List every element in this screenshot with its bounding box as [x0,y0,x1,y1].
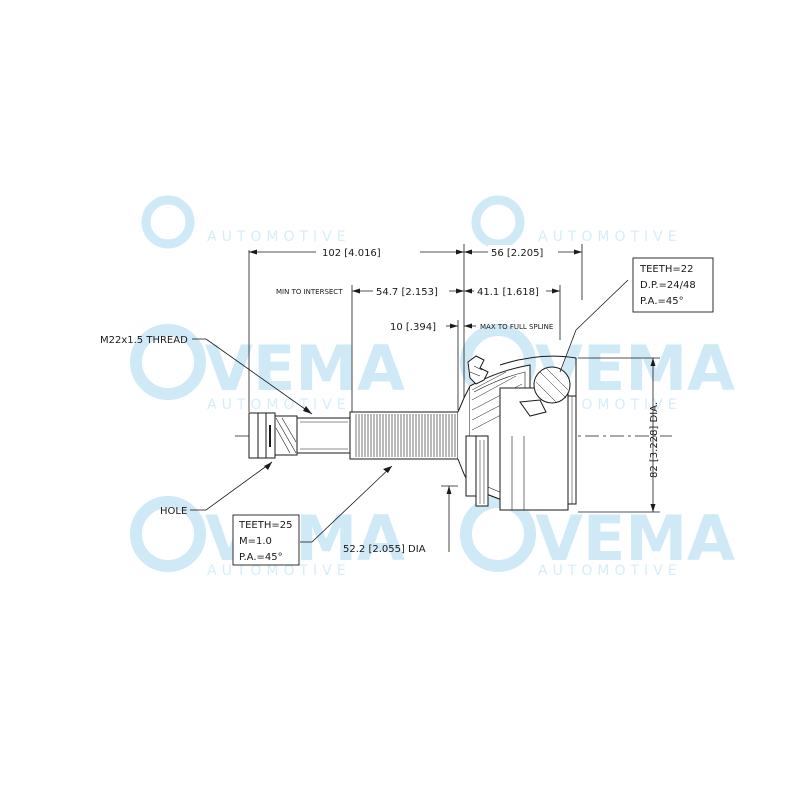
watermark-top-left: AUTOMOTIVE [141,195,351,249]
dim-shaft-diameter: 52.2 [2.055] DIA [343,544,426,555]
cv-joint-part [235,355,672,511]
dim-outer-diameter: 82 [3.228] DIA. [649,402,660,478]
outer-spline-box: TEETH=22 D.P.=24/48 P.A.=45° [632,257,714,313]
watermark-sub-text: AUTOMOTIVE [538,229,682,245]
boot-seal [467,355,489,385]
outer-pressure-angle: P.A.=45° [640,296,684,307]
dimension-lines [190,244,660,552]
inner-teeth: TEETH=25 [238,520,292,531]
dim-overall-length: 102 [4.016] [322,248,381,259]
dim-min-to-intersect-value: 54.7 [2.153] [376,287,438,298]
watermark-mid-left: VEMA AUTOMOTIVE [130,324,405,413]
watermark-sub-text: AUTOMOTIVE [207,397,351,413]
dim-spline-offset: 10 [.394] [390,322,436,333]
dim-outer-length: 56 [2.205] [491,248,543,259]
watermark-top-right: AUTOMOTIVE [471,195,682,249]
outer-diametral-pitch: D.P.=24/48 [640,280,696,291]
watermark-brand-text: VEMA [205,332,405,405]
callout-thread: M22x1.5 THREAD [100,335,188,346]
ball-cage [499,355,577,417]
splined-shaft [349,411,459,460]
callout-hole: HOLE [160,506,187,517]
dim-full-spline-length: 41.1 [1.618] [477,287,539,298]
threaded-stub [248,412,351,459]
arrowheads [249,249,656,512]
watermark-bottom-right: VEMA AUTOMOTIVE [460,496,735,579]
watermark-layer: AUTOMOTIVE AUTOMOTIVE VEMA AUTOMOTIVE VE… [130,195,735,579]
watermark-mid-right: VEMA AUTOMOTIVE [460,324,735,413]
inner-spline-box: TEETH=25 M=1.0 P.A.=45° [232,514,300,566]
outer-teeth: TEETH=22 [639,264,693,275]
watermark-sub-text: AUTOMOTIVE [207,563,351,579]
inner-module: M=1.0 [239,536,272,547]
dim-max-full-spline-label: MAX TO FULL SPLINE [480,323,553,331]
watermark-sub-text: AUTOMOTIVE [538,563,682,579]
dim-min-to-intersect-label: MIN TO INTERSECT [276,288,343,296]
watermark-brand-text: VEMA [535,502,735,575]
inner-pressure-angle: P.A.=45° [239,552,283,563]
dimension-labels: 102 [4.016] 56 [2.205] MIN TO INTERSECT … [100,245,660,555]
watermark-sub-text: AUTOMOTIVE [207,229,351,245]
